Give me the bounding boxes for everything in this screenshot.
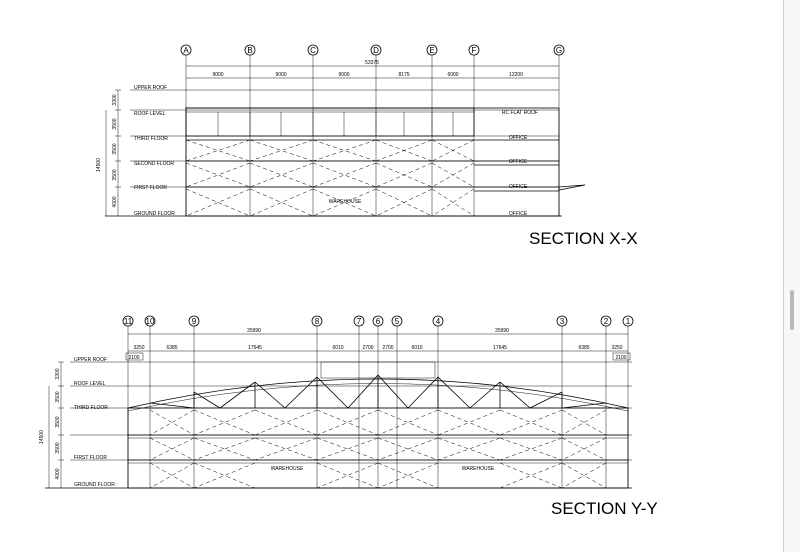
grid-label-b: B: [247, 46, 252, 55]
span-dim-9-8: 17645: [248, 345, 262, 351]
section-x-height-dims: 3300 3500 3500 3500 4000 14500: [96, 94, 118, 207]
office-label-first: OFFICE: [509, 184, 528, 190]
office-label-ground: OFFICE: [509, 211, 528, 217]
grid-label-10: 10: [146, 317, 155, 326]
section-x-building: [185, 107, 586, 217]
span-dim-cd: 9000: [338, 72, 349, 78]
office-label-third: OFFICE: [509, 135, 528, 141]
grid-label-11: 11: [124, 317, 133, 326]
grid-label-e: E: [429, 46, 434, 55]
height-dim-4: 3500: [112, 169, 118, 180]
section-y-span-dims: 3250 6385 17645 6010 2700 2700 6010 1764…: [133, 345, 622, 351]
y-level-ground-floor: GROUND FLOOR: [74, 482, 115, 488]
level-upper-roof: UPPER ROOF: [134, 85, 167, 91]
grid-label-7: 7: [357, 317, 362, 326]
section-x-overall-dim: 53375: [365, 60, 379, 66]
section-y-level-labels: UPPER ROOF ROOF LEVEL THIRD FLOOR FIRST …: [74, 357, 115, 488]
total-height-dim: 14500: [96, 158, 102, 172]
grid-label-d: D: [373, 46, 379, 55]
scrollbar-thumb[interactable]: [790, 290, 794, 330]
span-dim-10-9: 6385: [166, 345, 177, 351]
overall-dim-right: 35990: [495, 328, 509, 334]
y-total-height-dim: 14500: [39, 430, 45, 444]
span-dim-6-5: 2700: [382, 345, 393, 351]
span-dim-ab: 9000: [212, 72, 223, 78]
y-height-dim-2: 3500: [55, 391, 61, 402]
grid-label-6: 6: [376, 317, 381, 326]
level-first-floor: FIRST FLOOR: [134, 185, 167, 191]
span-dim-5-4: 6010: [411, 345, 422, 351]
level-ground-floor: GROUND FLOOR: [134, 211, 175, 217]
y-level-upper-roof: UPPER ROOF: [74, 357, 107, 363]
y-level-third-floor: THIRD FLOOR: [74, 405, 108, 411]
section-y-title: SECTION Y-Y: [551, 499, 658, 518]
grid-bubble-10: 10: [144, 315, 156, 327]
span-dim-de: 8175: [398, 72, 409, 78]
rc-flat-roof-label: RC FLAT ROOF: [502, 110, 538, 116]
grid-label-3: 3: [560, 317, 565, 326]
height-dim-3: 3500: [112, 143, 118, 154]
grid-label-c: C: [310, 46, 316, 55]
span-dim-8-7: 6010: [332, 345, 343, 351]
y-level-roof: ROOF LEVEL: [74, 381, 106, 387]
edge-dim-left: 2100: [128, 355, 139, 361]
grid-label-f: F: [472, 46, 477, 55]
y-height-dim-1: 3300: [55, 368, 61, 379]
y-height-dim-3: 3500: [55, 416, 61, 427]
height-dim-1: 3300: [112, 94, 118, 105]
span-dim-fg: 12200: [509, 72, 523, 78]
grid-label-4: 4: [436, 317, 441, 326]
y-level-first-floor: FIRST FLOOR: [74, 455, 107, 461]
level-second-floor: SECOND FLOOR: [134, 161, 174, 167]
level-third-floor: THIRD FLOOR: [134, 136, 168, 142]
section-y-height-dims: 3300 3500 3500 3500 4000 14500: [39, 368, 61, 479]
vertical-scrollbar[interactable]: [783, 0, 800, 552]
warehouse-label-x: WAREHOUSE: [329, 199, 362, 205]
height-dim-5: 4000: [112, 196, 118, 207]
span-dim-11-10: 3250: [133, 345, 144, 351]
span-dim-7-6: 2700: [362, 345, 373, 351]
overall-dim-left: 35990: [247, 328, 261, 334]
grid-label-1: 1: [626, 317, 631, 326]
grid-label-8: 8: [315, 317, 320, 326]
grid-label-2: 2: [604, 317, 609, 326]
span-dim-bc: 9000: [275, 72, 286, 78]
grid-bubble-11: 11: [122, 315, 134, 327]
section-x-level-labels: UPPER ROOF ROOF LEVEL THIRD FLOOR SECOND…: [134, 85, 175, 217]
height-dim-2: 3500: [112, 118, 118, 129]
warehouse-label-y-left: WAREHOUSE: [271, 466, 304, 472]
edge-dim-right: 2100: [615, 355, 626, 361]
y-height-dim-4: 3500: [55, 442, 61, 453]
span-dim-4-3: 17645: [493, 345, 507, 351]
section-x-title: SECTION X-X: [529, 229, 638, 248]
level-roof: ROOF LEVEL: [134, 111, 166, 117]
office-label-second: OFFICE: [509, 159, 528, 165]
section-y-drawing: 11 10 9 8 7 6 5 4 3 2 1: [39, 315, 658, 518]
grid-label-5: 5: [395, 317, 400, 326]
grid-label-a: A: [183, 46, 189, 55]
span-dim-3-2: 6385: [578, 345, 589, 351]
section-x-drawing: A B C D E F G: [96, 44, 638, 248]
span-dim-2-1: 3250: [611, 345, 622, 351]
warehouse-label-y-right: WAREHOUSE: [462, 466, 495, 472]
section-x-span-dims: 9000 9000 9000 8175 6000 12200: [212, 72, 523, 78]
span-dim-ef: 6000: [447, 72, 458, 78]
grid-label-g: G: [556, 46, 562, 55]
grid-label-9: 9: [192, 317, 197, 326]
y-height-dim-5: 4000: [55, 468, 61, 479]
section-y-building: [127, 361, 629, 489]
